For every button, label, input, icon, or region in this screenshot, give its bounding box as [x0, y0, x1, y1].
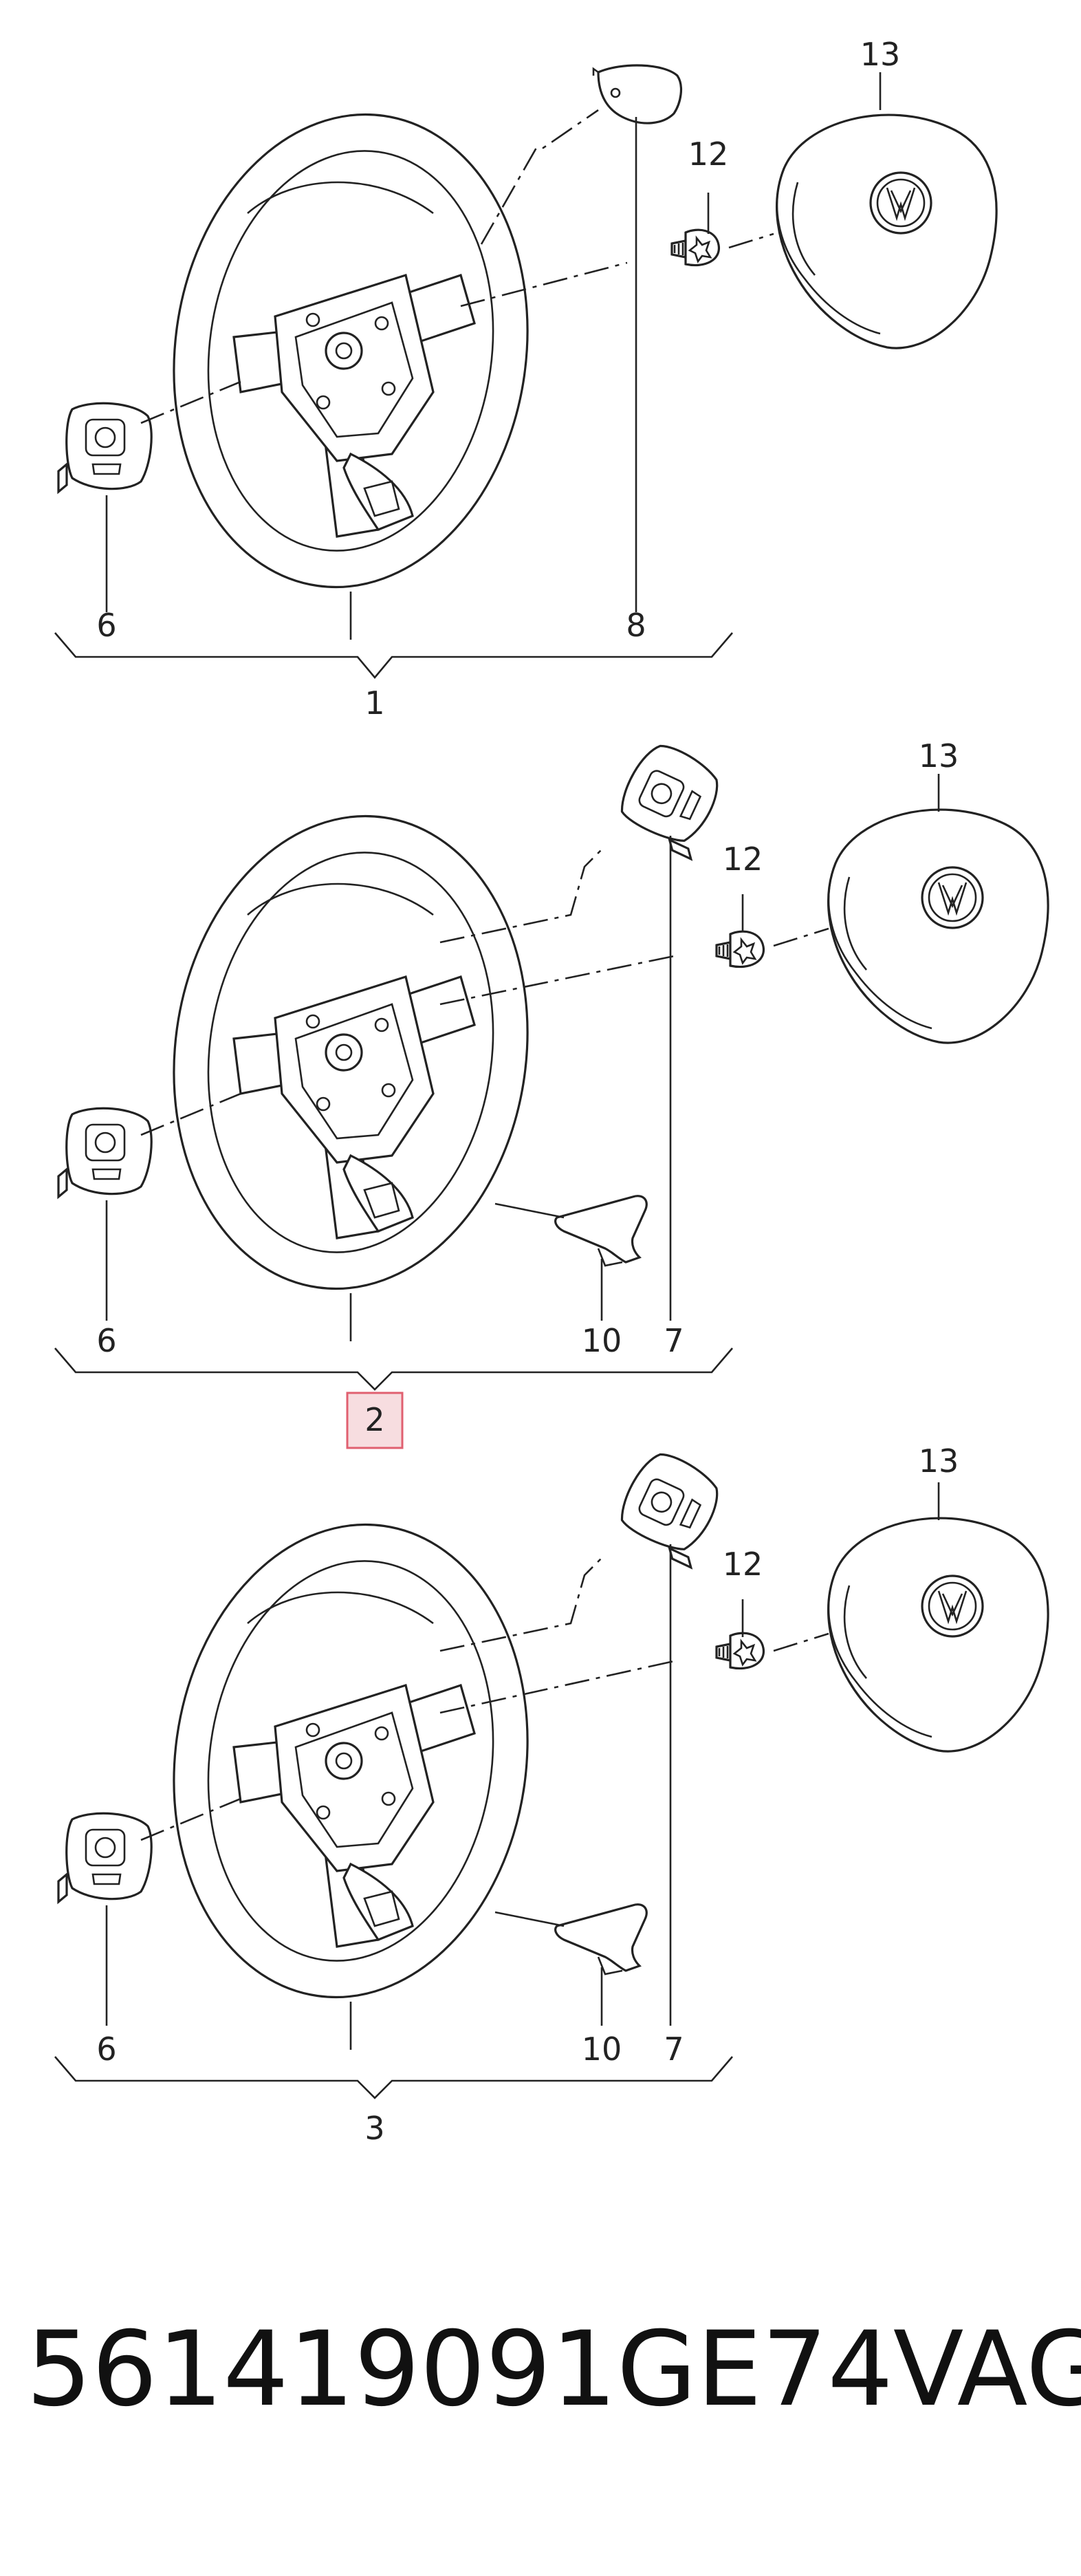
assembly-label-1: 1: [364, 684, 384, 722]
left-switch-drawing: [57, 1107, 153, 1198]
brand-name: VAG: [893, 2310, 1081, 2429]
bolt-drawing: [670, 228, 721, 267]
left-switch-drawing: [57, 1812, 153, 1903]
assembly-group-1: 6 8 12 13 1: [54, 36, 998, 722]
paddle-drawing: [554, 1903, 648, 1976]
airbag-module-drawing: [827, 808, 1049, 1044]
part-label-10: 10: [582, 2031, 622, 2068]
highlight-box: [346, 1392, 404, 1449]
steering-wheel-drawing: [142, 1500, 559, 2022]
part-label-13: 13: [860, 36, 901, 73]
part-number: 561419091GE74: [26, 2310, 893, 2429]
steering-wheel-drawing: [142, 90, 559, 611]
assembly-group-3: 6 7 10 12 13 3: [54, 1442, 1049, 2147]
part-label-12: 12: [688, 136, 729, 173]
airbag-module-drawing: [775, 113, 998, 349]
part-label-12: 12: [723, 841, 763, 878]
part-label-6: 6: [96, 607, 116, 644]
airbag-module-drawing: [827, 1517, 1049, 1753]
assembly-label-2: 2: [364, 1401, 384, 1438]
bolt-drawing: [715, 930, 765, 968]
part-label-7: 7: [664, 1322, 684, 1359]
assembly-group-2: 6 7 10 12 13 2: [54, 736, 1049, 1449]
part-label-13: 13: [919, 737, 959, 775]
steering-wheel-drawing: [142, 792, 559, 1313]
part-label-10: 10: [582, 1322, 622, 1359]
assembly-label-3: 3: [364, 2110, 384, 2147]
left-switch-drawing: [57, 402, 153, 493]
footer-caption: 561419091GE74 VAG: [26, 2310, 1081, 2429]
paddle-drawing: [554, 1195, 648, 1267]
part-label-6: 6: [96, 2031, 116, 2068]
part-label-12: 12: [723, 1546, 763, 1583]
bolt-drawing: [715, 1632, 765, 1670]
part-label-7: 7: [664, 2031, 684, 2068]
part-label-13: 13: [919, 1442, 959, 1480]
trim-cover-drawing: [592, 64, 683, 125]
part-label-8: 8: [626, 607, 646, 644]
part-label-6: 6: [96, 1322, 116, 1359]
